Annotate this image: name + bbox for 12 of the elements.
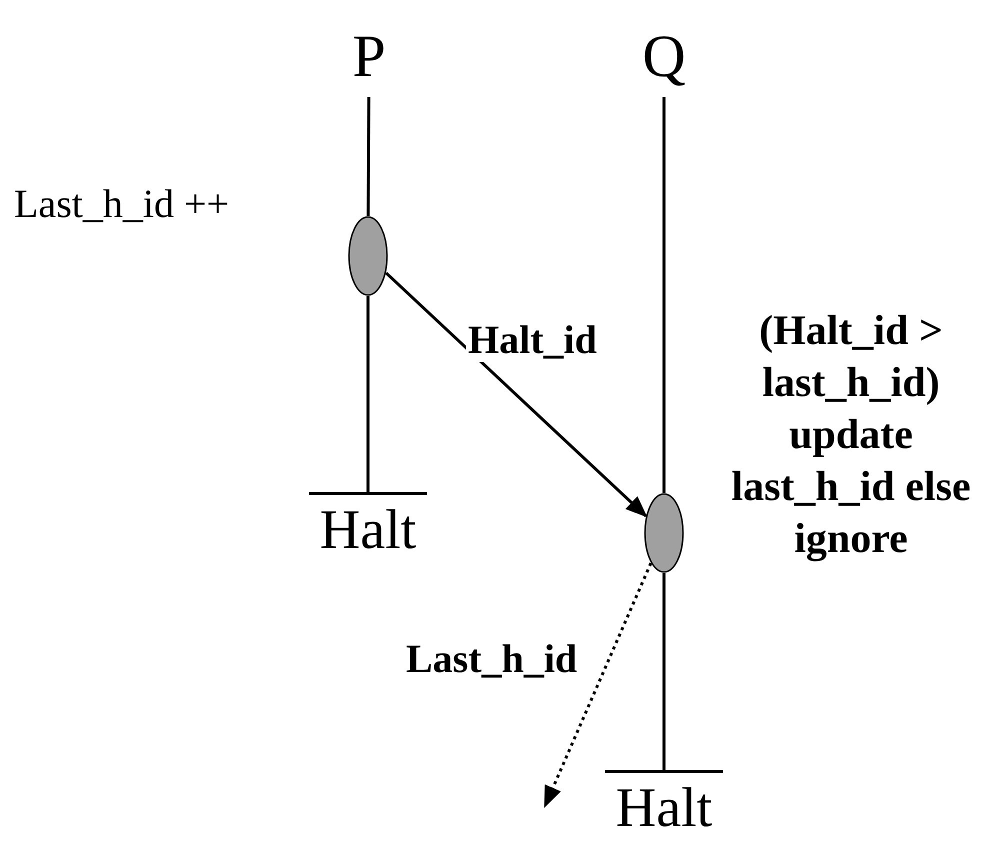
event-note: (Halt_id > last_h_id) update last_h_id else ignore bbox=[730, 307, 972, 564]
process-timeline bbox=[662, 97, 666, 493]
message-arrow bbox=[385, 272, 648, 518]
halt-label: Halt bbox=[320, 499, 416, 561]
process-name: P bbox=[339, 15, 399, 97]
event-note: Last_h_id ++ bbox=[14, 180, 230, 228]
process-timeline bbox=[662, 573, 666, 770]
process-timeline bbox=[366, 97, 370, 216]
process-timeline bbox=[366, 296, 370, 492]
halt-label: Halt bbox=[616, 777, 712, 839]
process-name: Q bbox=[620, 15, 708, 97]
message-arrow bbox=[544, 562, 652, 808]
